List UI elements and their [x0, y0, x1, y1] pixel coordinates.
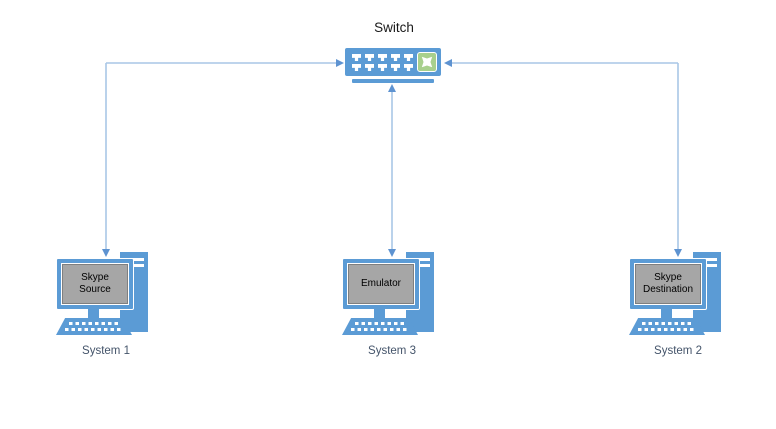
monitor-icon: Skype Destination: [630, 259, 706, 309]
port-icon: [378, 64, 387, 71]
caption-system1: System 1: [82, 345, 130, 357]
crossover-arrows-icon: [417, 52, 437, 72]
switch-ports-icon: [352, 54, 418, 71]
monitor-stand: [661, 309, 672, 321]
switch-icon: [345, 48, 441, 76]
caption-system2: System 2: [654, 345, 702, 357]
screen-label: Skype Source: [62, 264, 128, 304]
port-icon: [391, 54, 400, 61]
port-icon: [352, 64, 361, 71]
drive-slot-icon: [704, 264, 717, 267]
screen-label: Emulator: [348, 264, 414, 304]
port-icon: [404, 64, 413, 71]
port-icon: [378, 54, 387, 61]
computer-icon-system3: Emulator: [342, 252, 442, 336]
monitor-stand: [374, 309, 385, 321]
computer-icon-system1: Skype Source: [56, 252, 156, 336]
port-icon: [365, 54, 374, 61]
screen-label: Skype Destination: [635, 264, 701, 304]
drive-slot-icon: [417, 258, 430, 261]
drive-slot-icon: [131, 264, 144, 267]
computer-icon-system2: Skype Destination: [629, 252, 729, 336]
keyboard-icon: [342, 318, 418, 335]
port-icon: [365, 64, 374, 71]
port-icon: [352, 54, 361, 61]
caption-system3: System 3: [368, 345, 416, 357]
keyboard-icon: [56, 318, 132, 335]
switch-label: Switch: [374, 20, 414, 35]
switch-base-bar: [352, 79, 434, 83]
drive-slot-icon: [131, 258, 144, 261]
monitor-icon: Skype Source: [57, 259, 133, 309]
port-icon: [391, 64, 400, 71]
monitor-icon: Emulator: [343, 259, 419, 309]
drive-slot-icon: [417, 264, 430, 267]
port-icon: [404, 54, 413, 61]
drive-slot-icon: [704, 258, 717, 261]
keyboard-icon: [629, 318, 705, 335]
monitor-stand: [88, 309, 99, 321]
